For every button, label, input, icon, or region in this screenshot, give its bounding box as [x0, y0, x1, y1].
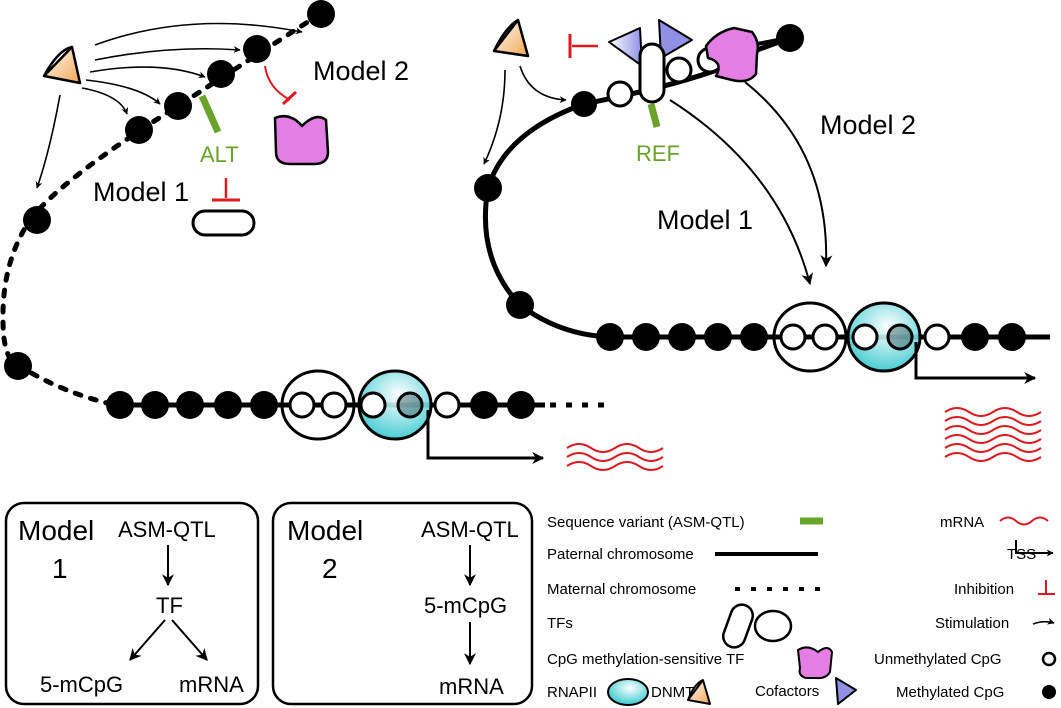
model2-arrow-right	[744, 81, 833, 268]
model2-box: Model 2 ASM-QTL 5-mCpG mRNA	[271, 501, 534, 706]
paternal-rnapii	[846, 301, 922, 373]
paternal-tss-arrow	[914, 342, 1037, 384]
model1-box: Model 1 ASM-QTL TF 5-mCpG mRNA	[4, 501, 260, 706]
model2-box-5mcpg: 5-mCpG	[424, 593, 507, 618]
paternal-allele-panel: REF Model 2 Model 1	[474, 18, 1050, 462]
maternal-tf-round	[280, 369, 356, 441]
cofactor-right	[658, 19, 693, 59]
legend-cpg-tf-label: CpG methylation-sensitive TF	[547, 651, 744, 668]
maternal-chromosome-arc	[0, 11, 323, 408]
legend-stimulation-label: Stimulation	[935, 615, 1009, 632]
legend-tss-label: TSS	[1007, 546, 1036, 563]
model1-arrow-right	[669, 99, 814, 286]
maternal-mrna	[566, 443, 664, 471]
maternal-cpg-sensitive-tf	[273, 115, 330, 166]
model2-label-right: Model 2	[820, 110, 916, 140]
paternal-dnmt-stimulation-arrows	[483, 65, 567, 165]
legend-rnapii-swatch	[607, 678, 649, 706]
alt-variant-mark	[198, 94, 222, 134]
model1-label-left: Model 1	[93, 177, 189, 207]
paternal-dnmt	[492, 18, 530, 58]
model1-box-5mcpg: 5-mCpG	[40, 672, 123, 697]
paternal-tf-pill	[638, 42, 666, 104]
model2-inhibition-left	[264, 65, 291, 101]
maternal-tss-arrow	[426, 410, 545, 464]
legend-tss-swatch	[1015, 540, 1054, 557]
model1-box-number: 1	[52, 553, 68, 584]
cofactor-left	[608, 27, 643, 67]
legend-variant-label: Sequence variant (ASM-QTL)	[547, 514, 745, 531]
model2-box-asmqtl: ASM-QTL	[421, 517, 519, 542]
maternal-methylated-cpgs	[4, 0, 535, 419]
legend-methylated-swatch	[1042, 685, 1056, 699]
legend-mrna-label: mRNA	[940, 514, 984, 531]
legend-methylated-label: Methylated CpG	[896, 684, 1004, 701]
legend-rnapii-label: RNAPII	[547, 684, 597, 701]
maternal-tf-pill	[191, 209, 256, 237]
ref-variant-mark	[647, 103, 661, 128]
model2-box-number: 2	[322, 553, 338, 584]
legend-unmethylated-label: Unmethylated CpG	[874, 651, 1002, 668]
paternal-cpg-sensitive-tf	[704, 26, 760, 83]
model2-box-title: Model	[287, 515, 363, 546]
legend: Sequence variant (ASM-QTL) Paternal chro…	[547, 514, 1057, 706]
legend-mrna-swatch	[999, 516, 1049, 526]
legend-cpg-tf-swatch	[796, 646, 834, 680]
maternal-allele-panel: ALT Model 2 Model 1	[0, 0, 664, 471]
legend-dnmt-label: DNMT	[651, 684, 694, 701]
legend-stimulation-swatch	[1032, 617, 1055, 625]
legend-tfs-label: TFs	[547, 615, 573, 632]
model1-box-mrna: mRNA	[179, 672, 244, 697]
model2-box-mrna: mRNA	[439, 674, 504, 699]
maternal-dnmt	[42, 45, 82, 85]
maternal-dnmt-stimulation-arrows	[35, 22, 303, 189]
model2-label-left: Model 2	[313, 56, 409, 86]
paternal-tf-round	[772, 301, 848, 373]
legend-tf-round	[753, 609, 793, 643]
legend-paternal-label: Paternal chromosome	[547, 546, 694, 563]
alt-label: ALT	[200, 142, 239, 167]
paternal-methylated-cpgs	[474, 24, 1026, 351]
legend-cofactor-swatch	[835, 677, 857, 705]
legend-dnmt-swatch	[687, 679, 711, 705]
model1-label-right: Model 1	[657, 205, 753, 235]
model1-box-tf: TF	[156, 593, 183, 618]
maternal-rnapii	[357, 369, 433, 441]
legend-maternal-label: Maternal chromosome	[547, 581, 696, 598]
legend-inhibition-label: Inhibition	[954, 581, 1014, 598]
legend-inhibition-swatch	[1038, 580, 1055, 595]
model1-box-title: Model	[18, 515, 94, 546]
ref-label: REF	[636, 141, 680, 166]
paternal-chromosome-loop	[483, 35, 1050, 340]
legend-tf-pill	[721, 603, 755, 649]
model1-box-asmqtl: ASM-QTL	[118, 517, 216, 542]
legend-unmethylated-swatch	[1041, 651, 1057, 667]
legend-cofactors-label: Cofactors	[755, 683, 819, 700]
paternal-mrna	[944, 407, 1042, 462]
